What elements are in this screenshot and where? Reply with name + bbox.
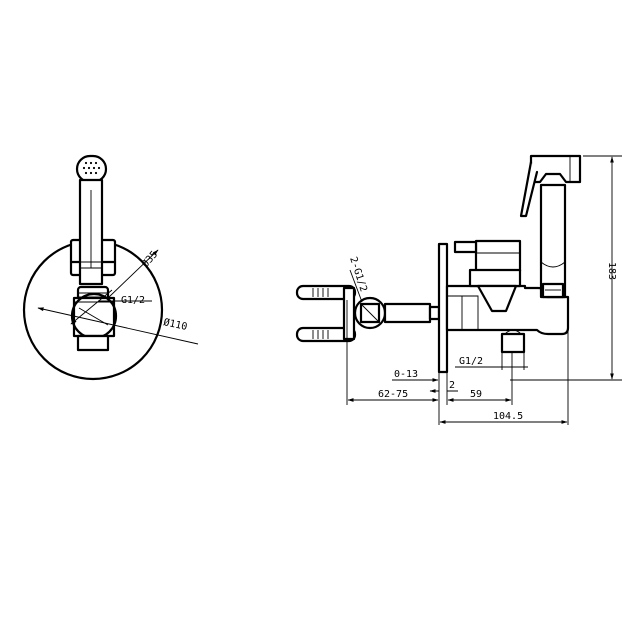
- front-view: Ø35 G1/2 Ø110: [22, 154, 199, 381]
- spray-nozzle-dots: [82, 161, 101, 175]
- side-view: 2-G1/2 183 G1/2: [295, 154, 622, 425]
- dia-110-leader: [37, 307, 199, 345]
- spray-head-side: [529, 154, 582, 184]
- side-thread-label: G1/2: [459, 356, 483, 367]
- dia-35-label: Ø35: [139, 249, 160, 270]
- handle-body: [474, 239, 522, 273]
- dim-104-5-label: 104.5: [493, 411, 523, 422]
- holder-thread-leader: [349, 269, 363, 303]
- hose-riser: [539, 183, 567, 299]
- pipe-nut: [428, 305, 441, 321]
- dim-62-75-label: 62-75: [378, 389, 408, 400]
- connecting-pipe: [383, 302, 432, 324]
- holder-bracket: [295, 284, 357, 343]
- dia-35-leader: [107, 249, 159, 299]
- handle-knob: [453, 240, 478, 254]
- spray-head: [75, 154, 108, 184]
- outlet-nipple: [76, 334, 110, 352]
- dim-59-label: 59: [470, 389, 482, 400]
- dia-110-label: Ø110: [162, 316, 188, 333]
- dim-183-label: 183: [606, 262, 617, 280]
- side-wall-plate: [437, 242, 449, 374]
- spray-lever: [519, 160, 539, 218]
- handle-base: [468, 268, 522, 288]
- dim-0-13-label: 0-13: [394, 369, 418, 380]
- dim-2-label: 2: [449, 380, 455, 391]
- riser-collar: [541, 282, 565, 299]
- outlet-spout: [500, 332, 526, 354]
- handle-cone: [476, 284, 518, 313]
- thread-label: G1/2: [121, 295, 145, 306]
